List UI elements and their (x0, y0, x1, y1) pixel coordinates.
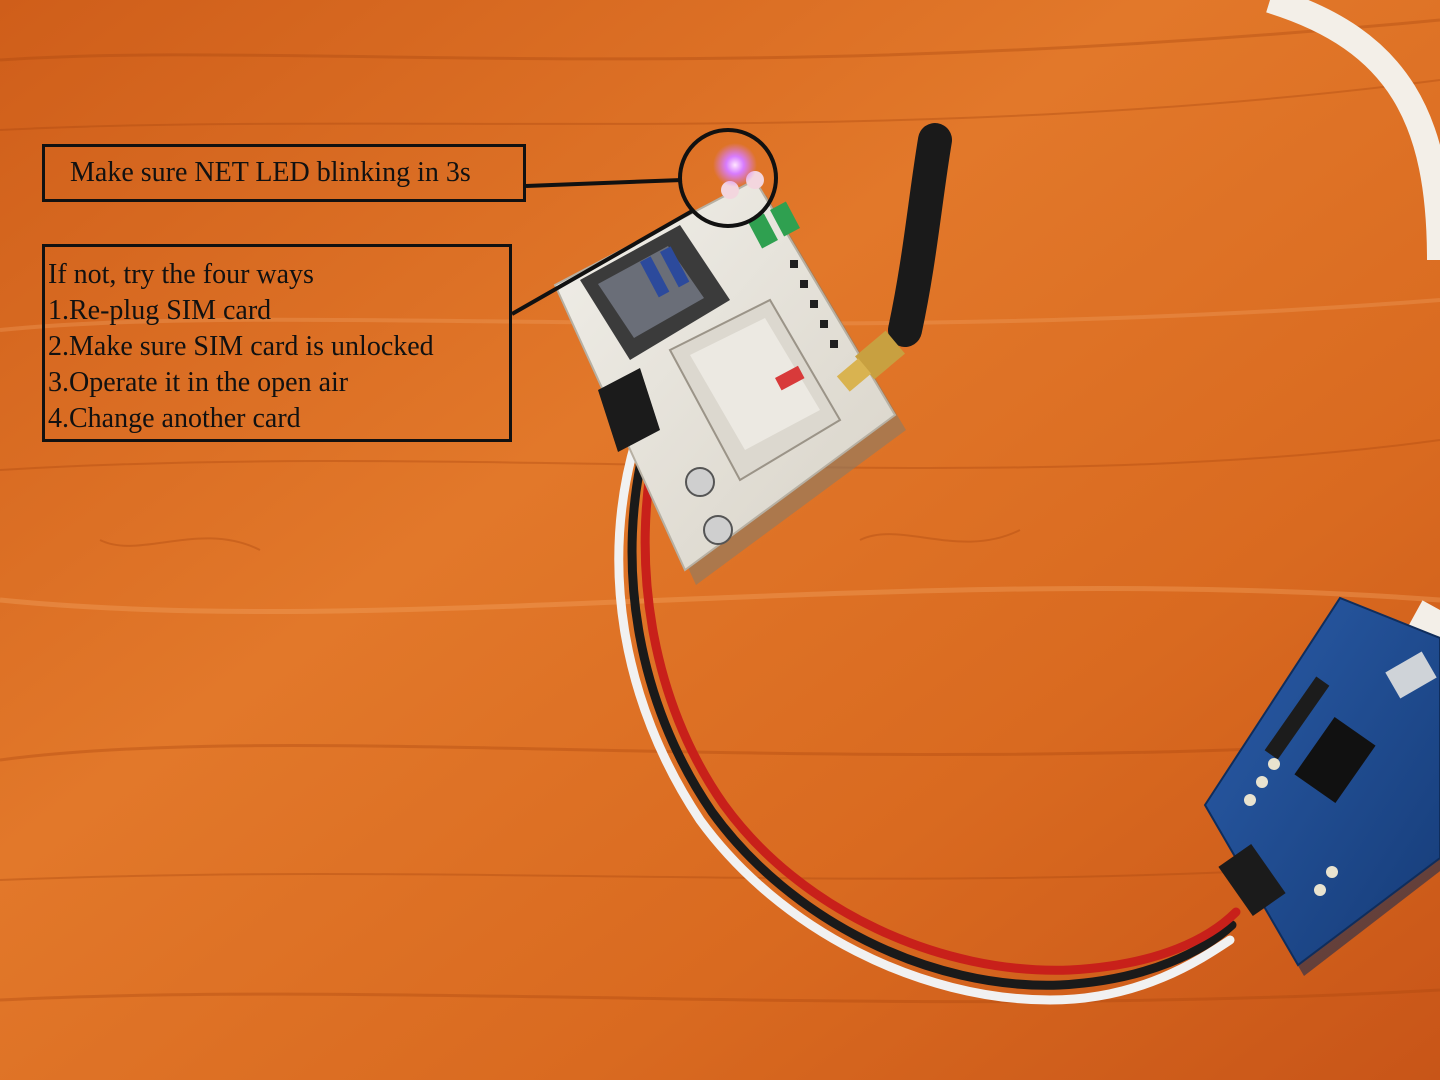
net-led-glow (713, 143, 757, 187)
gsm-shield-board (553, 171, 906, 585)
usb-cable-top (1266, 0, 1440, 261)
troubleshoot-callout: If not, try the four ways 1.Re-plug SIM … (42, 244, 512, 442)
jumper-wires (614, 435, 1241, 1005)
led-highlight-circle (678, 128, 778, 228)
led-note-callout: Make sure NET LED blinking in 3s (42, 144, 526, 202)
leader-line-bottom (511, 208, 695, 316)
troubleshoot-heading: If not, try the four ways (48, 259, 314, 290)
led-note-text: Make sure NET LED blinking in 3s (70, 157, 471, 188)
troubleshoot-step: 1.Re-plug SIM card (48, 295, 272, 326)
troubleshoot-step: 2.Make sure SIM card is unlocked (48, 331, 434, 362)
antenna (836, 123, 952, 392)
troubleshoot-step: 4.Change another card (48, 403, 301, 434)
troubleshoot-step: 3.Operate it in the open air (48, 367, 349, 398)
leader-line-top (525, 178, 683, 188)
bee-adapter-board (1203, 596, 1440, 976)
